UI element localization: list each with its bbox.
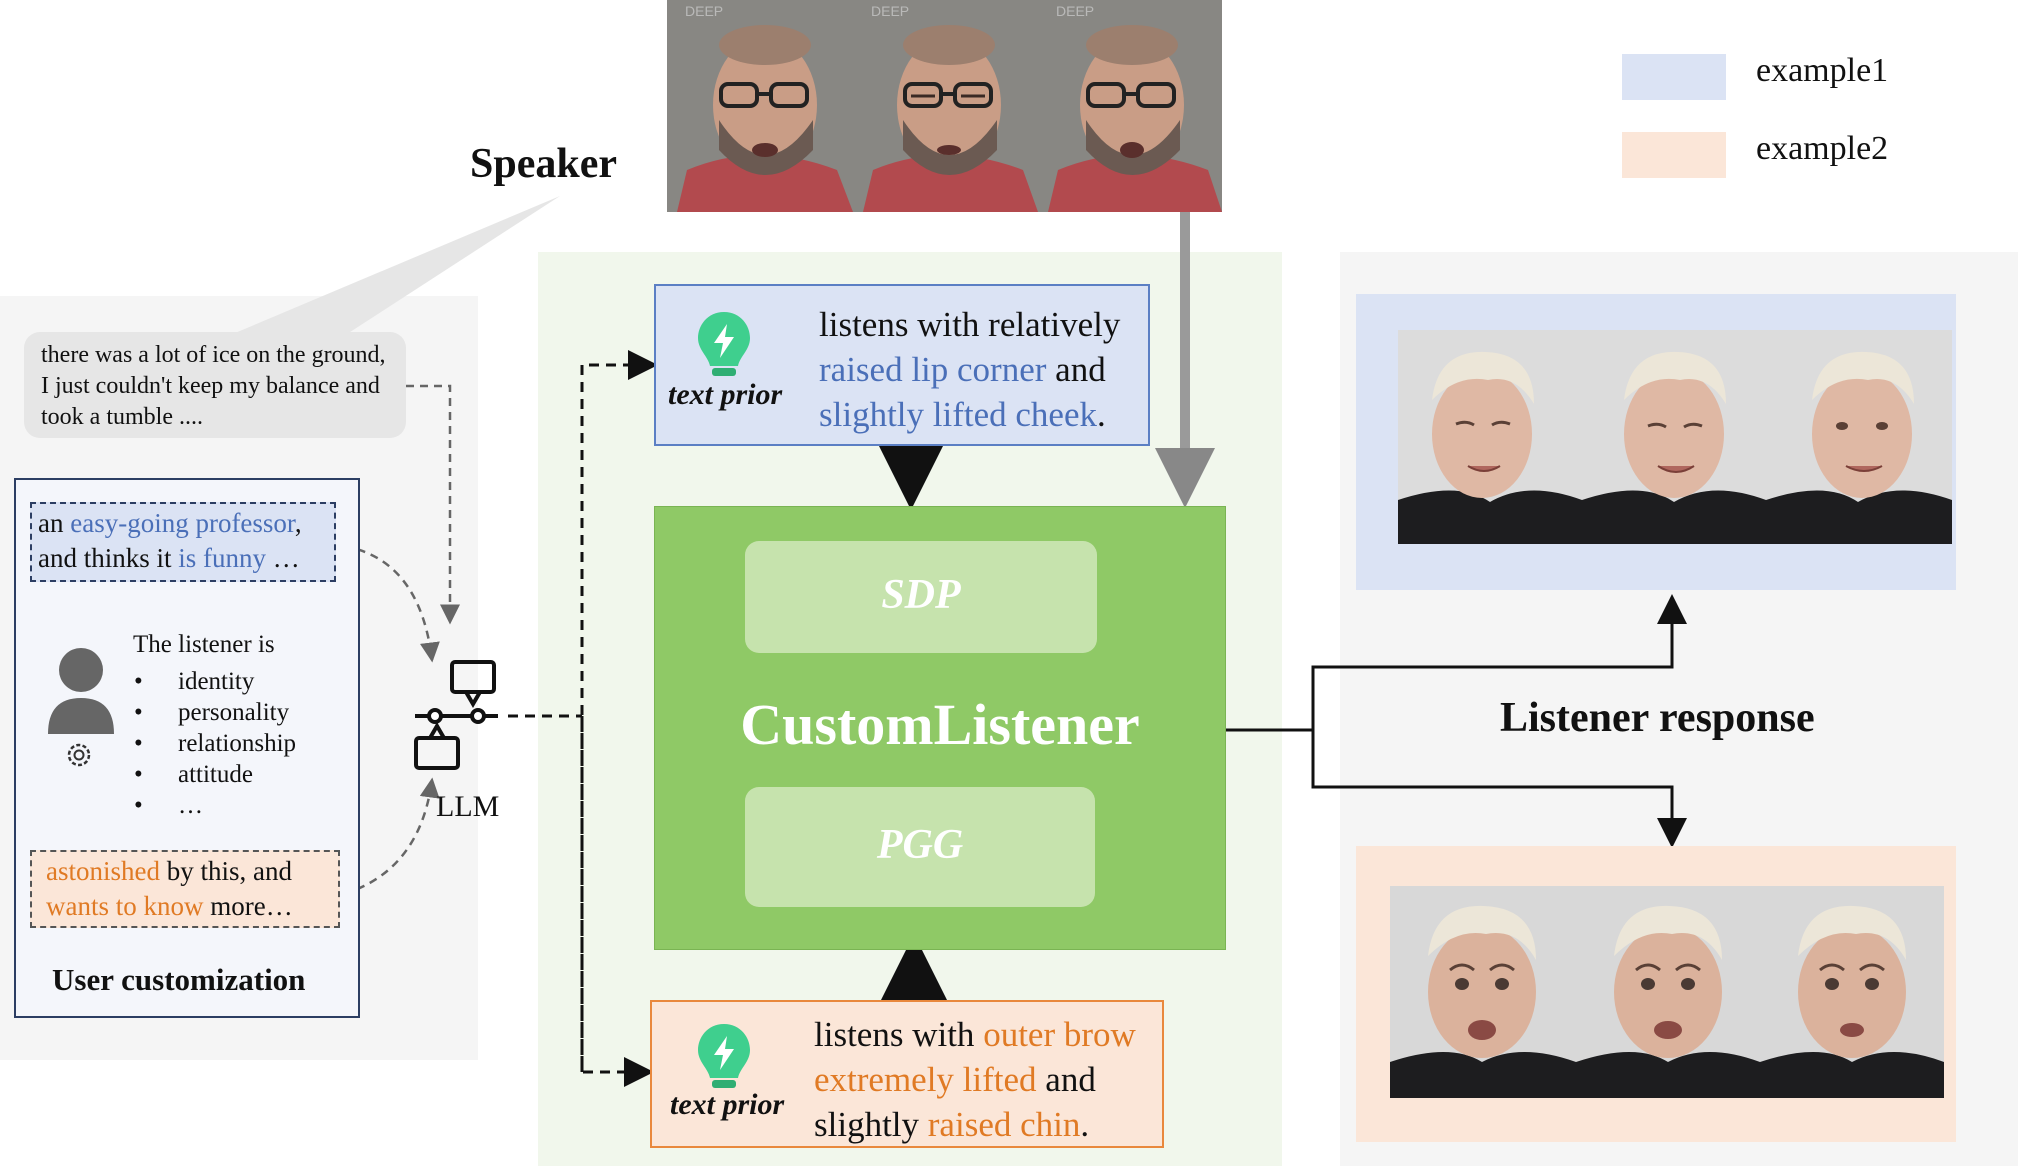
- text: listens with relatively: [819, 305, 1121, 344]
- listener-face-image: [1398, 330, 1582, 544]
- text: more…: [203, 891, 293, 921]
- text: an: [38, 508, 71, 538]
- listener-frame-3: [1766, 330, 1952, 544]
- speaker-frame-1: DEEP: [667, 0, 853, 212]
- customization-box-identity: an easy-going professor, and thinks it i…: [30, 502, 336, 582]
- text: .: [1080, 1105, 1090, 1144]
- listener-frame-6: [1760, 886, 1944, 1098]
- highlight-text: outer brow extremely lifted: [814, 1015, 1136, 1099]
- text-prior-description: listens with relatively raised lip corne…: [819, 302, 1149, 437]
- highlight-text: wants to know: [46, 891, 204, 921]
- listener-frame-1: [1398, 330, 1582, 544]
- text-prior-description: listens with outer brow extremely lifted…: [814, 1012, 1164, 1147]
- listener-response-label: Listener response: [1500, 695, 1815, 741]
- text: and slightly: [814, 1060, 1096, 1144]
- speaker-label: Speaker: [470, 141, 617, 187]
- response-example2-panel: [1356, 846, 1956, 1142]
- attribute-item: …: [134, 790, 296, 821]
- legend-swatch-example2: [1622, 132, 1726, 178]
- highlight-text: raised chin: [927, 1105, 1081, 1144]
- listener-frame-2: [1582, 330, 1766, 544]
- listener-face-image: [1766, 330, 1952, 544]
- gear-icon: [64, 740, 94, 770]
- legend-label-example2: example2: [1756, 130, 1889, 167]
- text: listens with: [814, 1015, 984, 1054]
- custom-listener-model: SDP CustomListener PGG: [654, 506, 1226, 950]
- speaker-frame-2: DEEP: [853, 0, 1038, 212]
- text: and: [1046, 350, 1106, 389]
- customization-box-attitude: astonished by this, and wants to know mo…: [30, 850, 340, 928]
- highlight-text: easy-going professor: [70, 508, 295, 538]
- listener-frame-5: [1576, 886, 1760, 1098]
- sdp-module-label: SDP: [881, 572, 961, 618]
- text-prior-box-1: text prior listens with relatively raise…: [654, 284, 1150, 446]
- text: …: [266, 543, 300, 573]
- lightning-bulb-icon: [694, 310, 754, 380]
- text: by this, and: [160, 856, 292, 886]
- response-example1-panel: [1356, 294, 1956, 590]
- listener-intro-text: The listener is: [133, 631, 275, 658]
- text-prior-tag: text prior: [668, 378, 783, 411]
- text-prior-tag: text prior: [670, 1088, 785, 1121]
- lightning-bulb-icon: [694, 1022, 754, 1092]
- legend-label-example1: example1: [1756, 52, 1889, 89]
- speaker-face-image: DEEP: [1038, 0, 1222, 212]
- user-customization-title: User customization: [52, 962, 306, 997]
- legend-swatch-example1: [1622, 54, 1726, 100]
- highlight-text: slightly lifted cheek: [819, 395, 1097, 434]
- pgg-module: PGG: [745, 787, 1095, 907]
- attribute-item: relationship: [134, 728, 296, 759]
- text-prior-box-2: text prior listens with outer brow extre…: [650, 1000, 1164, 1148]
- sdp-module: SDP: [745, 541, 1097, 653]
- watermark-text: DEEP: [1056, 3, 1094, 19]
- listener-face-image: [1582, 330, 1766, 544]
- watermark-text: DEEP: [685, 3, 723, 19]
- listener-face-image: [1576, 886, 1760, 1098]
- speech-bubble: there was a lot of ice on the ground, I …: [24, 332, 406, 438]
- listener-face-image: [1760, 886, 1944, 1098]
- llm-label: LLM: [436, 790, 500, 823]
- speaker-frame-3: DEEP: [1038, 0, 1222, 212]
- listener-face-image: [1390, 886, 1576, 1098]
- attribute-item: attitude: [134, 759, 296, 790]
- text: .: [1096, 395, 1106, 434]
- attribute-item: identity: [134, 666, 296, 697]
- speaker-face-image: DEEP: [853, 0, 1038, 212]
- listener-frame-4: [1390, 886, 1576, 1098]
- person-icon: [46, 646, 116, 770]
- attribute-item: personality: [134, 697, 296, 728]
- llm-icon: [410, 656, 510, 776]
- text: , and thinks it: [38, 508, 302, 573]
- watermark-text: DEEP: [871, 3, 909, 19]
- model-name: CustomListener: [740, 692, 1140, 757]
- highlight-text: astonished: [46, 856, 160, 886]
- highlight-text: is funny: [178, 543, 266, 573]
- speaker-face-image: DEEP: [667, 0, 853, 212]
- pgg-module-label: PGG: [876, 822, 964, 868]
- highlight-text: raised lip corner: [819, 350, 1047, 389]
- speech-bubble-text: there was a lot of ice on the ground, I …: [41, 342, 386, 430]
- listener-attribute-list: identity personality relationship attitu…: [134, 666, 296, 821]
